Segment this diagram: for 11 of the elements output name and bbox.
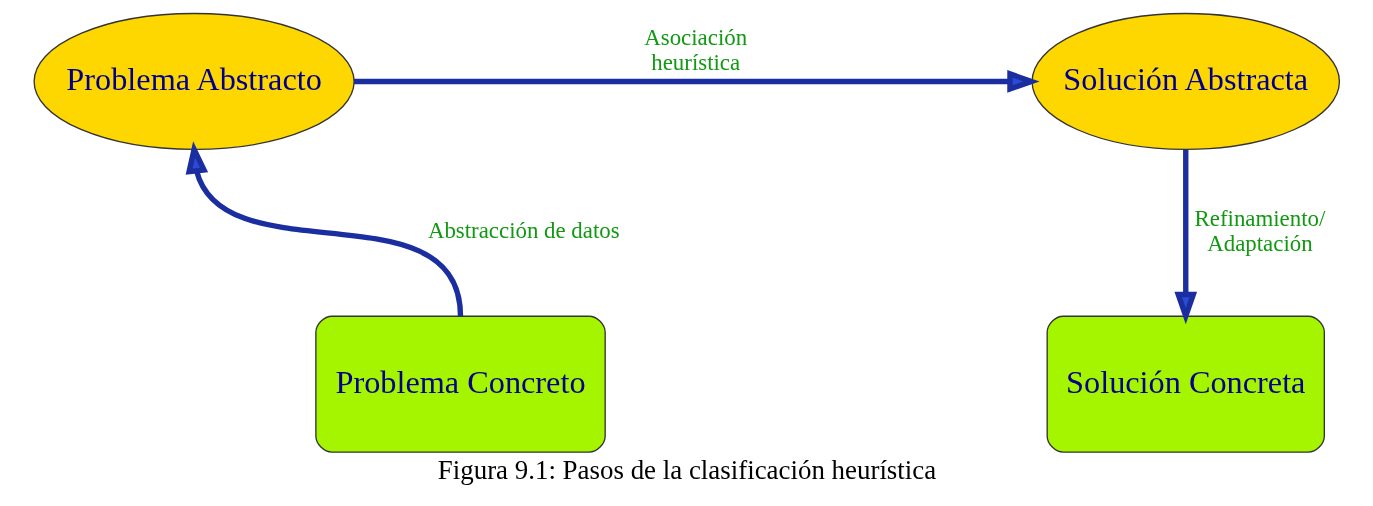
arrow bbox=[185, 141, 463, 317]
arrow bbox=[1173, 149, 1197, 325]
node-box: Problema Concreto bbox=[314, 315, 606, 453]
caption: Figura 9.1: Pasos de la clasificación heurística bbox=[437, 455, 936, 486]
node-box: Solución Concreta bbox=[1046, 315, 1325, 453]
edge-label: Refinamiento/ Adaptación bbox=[1194, 205, 1325, 257]
arrow bbox=[353, 70, 1040, 93]
node-ellipse: Solución Abstracta bbox=[1030, 12, 1340, 151]
edge-label: Asociación heurística bbox=[643, 24, 747, 76]
node-ellipse: Problema Abstracto bbox=[32, 12, 355, 151]
edge-label: Abstracción de datos bbox=[427, 218, 620, 244]
